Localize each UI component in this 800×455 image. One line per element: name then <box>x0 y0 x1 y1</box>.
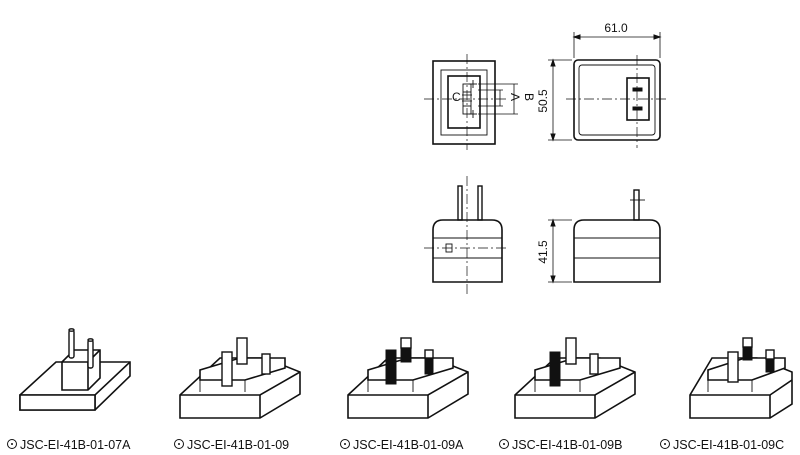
dim-label-c: C <box>452 90 461 104</box>
bullet-icon <box>340 439 350 449</box>
plug-adapter-09b <box>514 337 636 419</box>
dim-height: 50.5 <box>536 89 550 113</box>
side-view <box>548 189 661 284</box>
back-view <box>548 32 668 148</box>
caption-09c: JSC-EI-41B-01-09C <box>660 438 784 452</box>
caption-09b-label: JSC-EI-41B-01-09B <box>512 438 623 452</box>
plug-adapter-09c <box>689 337 793 419</box>
caption-09-label: JSC-EI-41B-01-09 <box>187 438 290 452</box>
bullet-icon <box>174 439 184 449</box>
caption-09a: JSC-EI-41B-01-09A <box>340 438 463 452</box>
plug-adapter-09a <box>347 337 469 419</box>
plug-adapter-09 <box>179 337 301 419</box>
top-view <box>424 176 508 296</box>
dim-width: 61.0 <box>604 21 628 35</box>
bullet-icon <box>499 439 509 449</box>
bullet-icon <box>7 439 17 449</box>
caption-09c-label: JSC-EI-41B-01-09C <box>673 438 785 452</box>
caption-07a: JSC-EI-41B-01-07A <box>7 438 130 452</box>
caption-09: JSC-EI-41B-01-09 <box>174 438 289 452</box>
dim-label-b: B <box>522 93 536 101</box>
caption-09a-label: JSC-EI-41B-01-09A <box>353 438 464 452</box>
dim-depth: 41.5 <box>536 240 550 264</box>
plug-adapter-07a <box>19 328 131 411</box>
caption-07a-label: JSC-EI-41B-01-07A <box>20 438 131 452</box>
dim-label-a: A <box>508 93 522 101</box>
bullet-icon <box>660 439 670 449</box>
caption-09b: JSC-EI-41B-01-09B <box>499 438 622 452</box>
front-view-pin-face <box>424 54 518 150</box>
